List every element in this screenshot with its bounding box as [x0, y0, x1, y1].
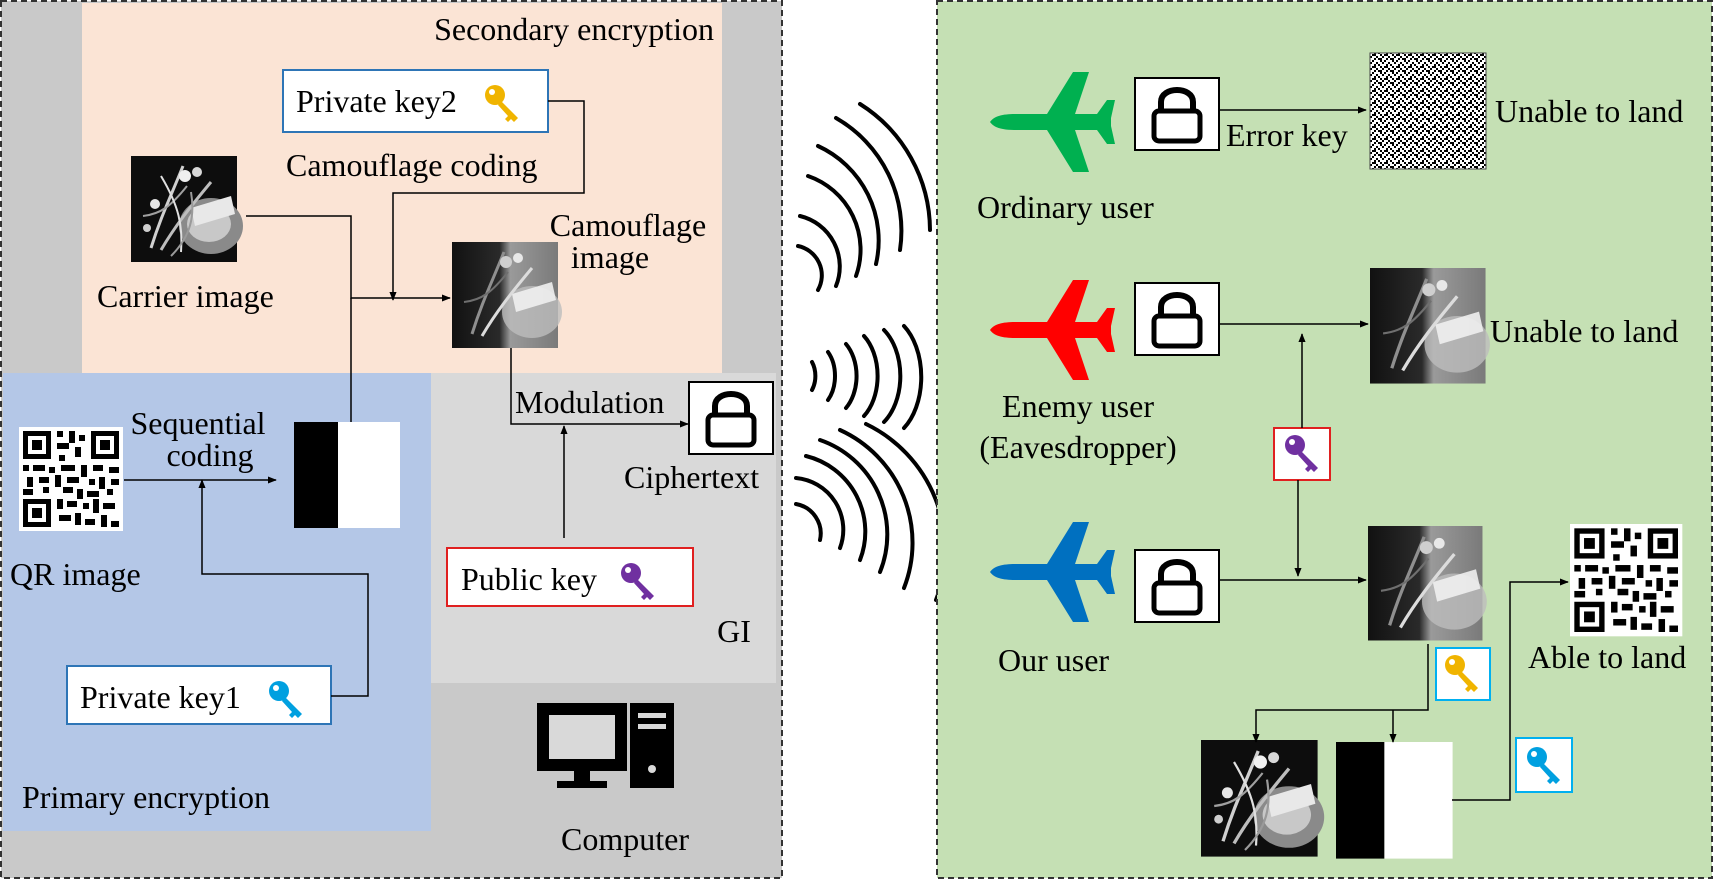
- computer-label: Computer: [561, 821, 689, 857]
- public-key-box: Public key: [446, 547, 694, 607]
- camouflage-image: [450, 240, 564, 350]
- padlock-icon: [1135, 550, 1219, 622]
- decoded-split-image: [1336, 742, 1453, 859]
- able-to-land-label: Able to land: [1528, 639, 1686, 675]
- secondary-encryption-label: Secondary encryption: [434, 11, 714, 47]
- private-key1-box: Private key1: [66, 665, 332, 725]
- enemy-user-label-2: (Eavesdropper): [979, 429, 1176, 465]
- recovered-qr-image: [1570, 524, 1683, 637]
- enemy-camouflage-image: [1368, 266, 1492, 386]
- ciphertext-label: Ciphertext: [624, 459, 759, 495]
- padlock-icon: [1135, 283, 1219, 355]
- our-user-label: Our user: [998, 642, 1109, 678]
- sequential-coded-image: [294, 422, 400, 528]
- left-panel: Secondary encryption Primary encryption …: [0, 0, 783, 879]
- error-key-label: Error key: [1226, 117, 1348, 153]
- public-key-label: Public key: [461, 561, 597, 597]
- private-key1-label: Private key1: [80, 679, 241, 715]
- camouflage-image-label-2: image: [571, 239, 649, 275]
- carrier-image-label: Carrier image: [97, 278, 274, 314]
- decoded-carrier-image: [1199, 738, 1326, 859]
- noise-image: [1369, 52, 1487, 170]
- right-connectors: [1220, 106, 1569, 801]
- carrier-image: [129, 154, 245, 264]
- unable-to-land-label-1: Unable to land: [1495, 93, 1683, 129]
- ciphertext-padlock-icon: [689, 382, 773, 454]
- gi-label: GI: [717, 613, 751, 649]
- modulation-label: Modulation: [515, 384, 664, 420]
- left-connectors: [124, 100, 689, 697]
- right-panel: Ordinary user Error key Unable to land E…: [936, 0, 1713, 879]
- our-camouflage-image: [1366, 524, 1489, 643]
- sequential-coding-label-2: coding: [166, 437, 253, 473]
- computer-icon: [537, 703, 674, 788]
- primary-encryption-label: Primary encryption: [22, 779, 270, 815]
- ordinary-user-label: Ordinary user: [977, 189, 1154, 225]
- enemy-user-label-1: Enemy user: [1002, 388, 1154, 424]
- qr-image: [19, 427, 123, 531]
- sequential-coding-label-1: Sequential: [130, 405, 265, 441]
- camouflage-image-label-1: Camouflage: [550, 207, 706, 243]
- qr-image-label: QR image: [10, 556, 141, 592]
- private-key2-label: Private key2: [296, 83, 457, 119]
- signal-waves: [794, 102, 948, 602]
- unable-to-land-label-2: Unable to land: [1490, 313, 1678, 349]
- camouflage-coding-label: Camouflage coding: [286, 147, 537, 183]
- private-key2-box: Private key2: [282, 69, 549, 133]
- padlock-icon: [1135, 78, 1219, 150]
